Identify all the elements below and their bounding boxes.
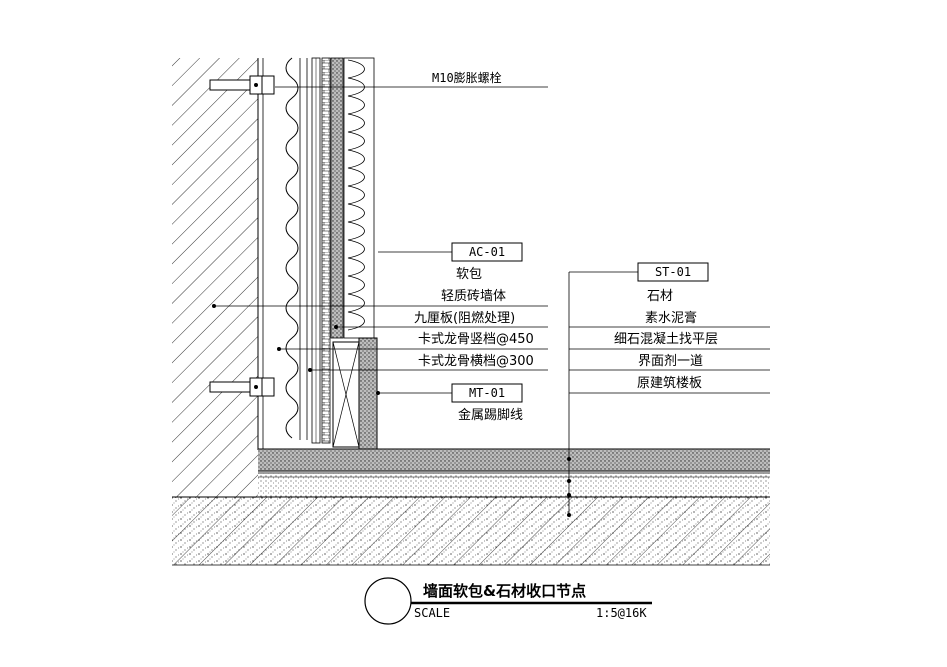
stone-layer	[258, 449, 770, 471]
label-cement: 素水泥膏	[645, 311, 698, 326]
label-screed: 细石混凝土找平层	[614, 332, 719, 347]
label-brick-wall: 轻质砖墙体	[441, 289, 507, 304]
label-metal-skirting: 金属踢脚线	[458, 408, 524, 423]
bolt-bottom	[209, 377, 275, 397]
keel-profile	[285, 57, 299, 439]
title-circle	[364, 577, 412, 625]
tag-ac: AC-01	[468, 245, 506, 259]
label-bolt: M10膨胀螺栓	[432, 71, 502, 85]
label-keel-vertical: 卡式龙骨竖档@450	[418, 332, 534, 347]
label-soft-pack: 软包	[456, 267, 483, 282]
metal-skirting	[358, 337, 378, 450]
label-stone: 石材	[647, 289, 674, 304]
label-plywood: 九厘板(阻燃处理)	[414, 311, 516, 326]
label-keel-horizontal: 卡式龙骨横档@300	[418, 354, 534, 369]
scale-label: SCALE	[414, 606, 451, 620]
tag-mt: MT-01	[468, 386, 506, 400]
soft-pack-layer	[343, 57, 375, 339]
tag-box-st	[637, 262, 709, 282]
label-interface: 界面剂一道	[638, 354, 704, 369]
existing-wall	[172, 58, 258, 498]
drawing-title: 墙面软包&石材收口节点	[423, 582, 587, 600]
tag-box-ac	[451, 242, 523, 262]
tag-st: ST-01	[654, 265, 692, 279]
brick-layer	[321, 57, 331, 444]
tag-box-mt	[451, 383, 523, 403]
bolt-top	[209, 75, 275, 95]
screed-layer	[258, 473, 770, 497]
label-slab: 原建筑楼板	[637, 376, 703, 391]
scale-value: 1:5@16K	[596, 606, 647, 620]
soft-pack-base	[330, 57, 344, 339]
